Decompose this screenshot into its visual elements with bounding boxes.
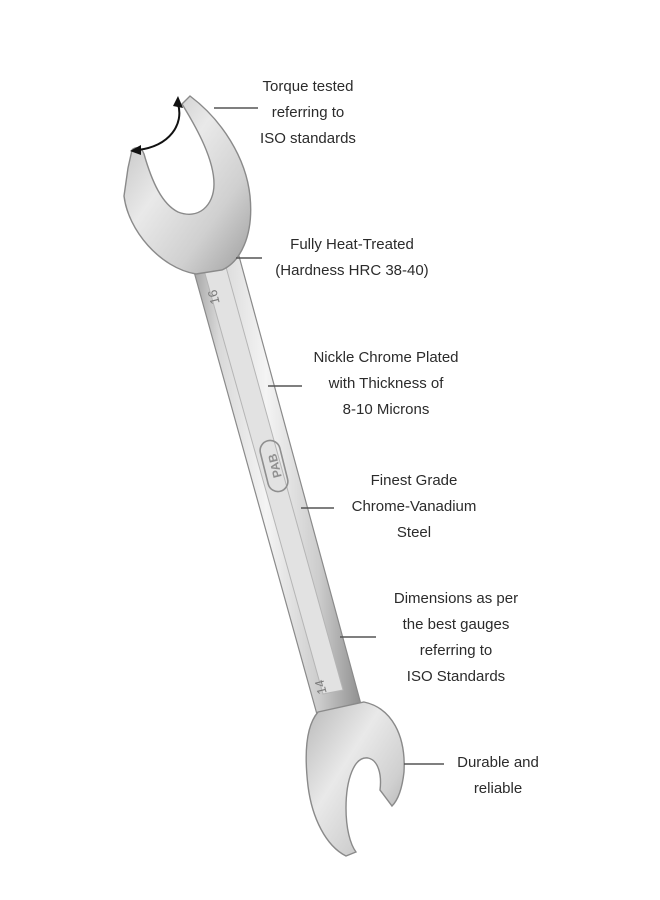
wrench-bottom-head (305, 701, 405, 857)
callout-torque-tested: Torque tested referring to ISO standards (240, 74, 376, 152)
torque-arrow-icon (137, 103, 181, 151)
callout-line: referring to (419, 642, 493, 659)
callout-line: Torque tested (262, 78, 354, 95)
callout-line: referring to (271, 104, 345, 121)
callout-steel-grade: Finest Grade Chrome-Vanadium Steel (336, 468, 492, 546)
callout-heat-treated: Fully Heat-Treated (Hardness HRC 38-40) (260, 232, 444, 284)
torque-arrowhead-top (173, 96, 183, 108)
callout-dimensions: Dimensions as per the best gauges referr… (372, 586, 540, 690)
torque-arrowhead-bottom (130, 145, 141, 155)
callout-line: with Thickness of (328, 375, 444, 392)
size-bottom-marking: 14 (312, 678, 330, 696)
callout-line: Finest Grade (370, 472, 458, 489)
callout-line: Durable and (457, 754, 539, 771)
wrench-shaft-recess (203, 266, 344, 695)
callout-line: Fully Heat-Treated (290, 236, 414, 253)
brand-logo: PAB (259, 439, 289, 493)
callout-line: Chrome-Vanadium (351, 498, 477, 515)
callout-line: Nickle Chrome Plated (313, 349, 459, 366)
callout-line: (Hardness HRC 38-40) (275, 262, 429, 279)
callout-line: ISO standards (260, 130, 356, 147)
brand-logo-text: PAB (265, 452, 285, 479)
callout-line: the best gauges (402, 616, 510, 633)
callout-durable: Durable and reliable (446, 750, 550, 802)
callout-line: reliable (473, 780, 523, 797)
size-top-marking: 16 (205, 288, 223, 306)
callout-line: Steel (396, 524, 432, 541)
callout-chrome-plated: Nickle Chrome Plated with Thickness of 8… (296, 345, 476, 423)
callout-line: ISO Standards (406, 668, 506, 685)
wrench-top-head (123, 95, 252, 275)
callout-line: 8-10 Microns (342, 401, 430, 418)
callout-line: Dimensions as per (393, 590, 519, 607)
